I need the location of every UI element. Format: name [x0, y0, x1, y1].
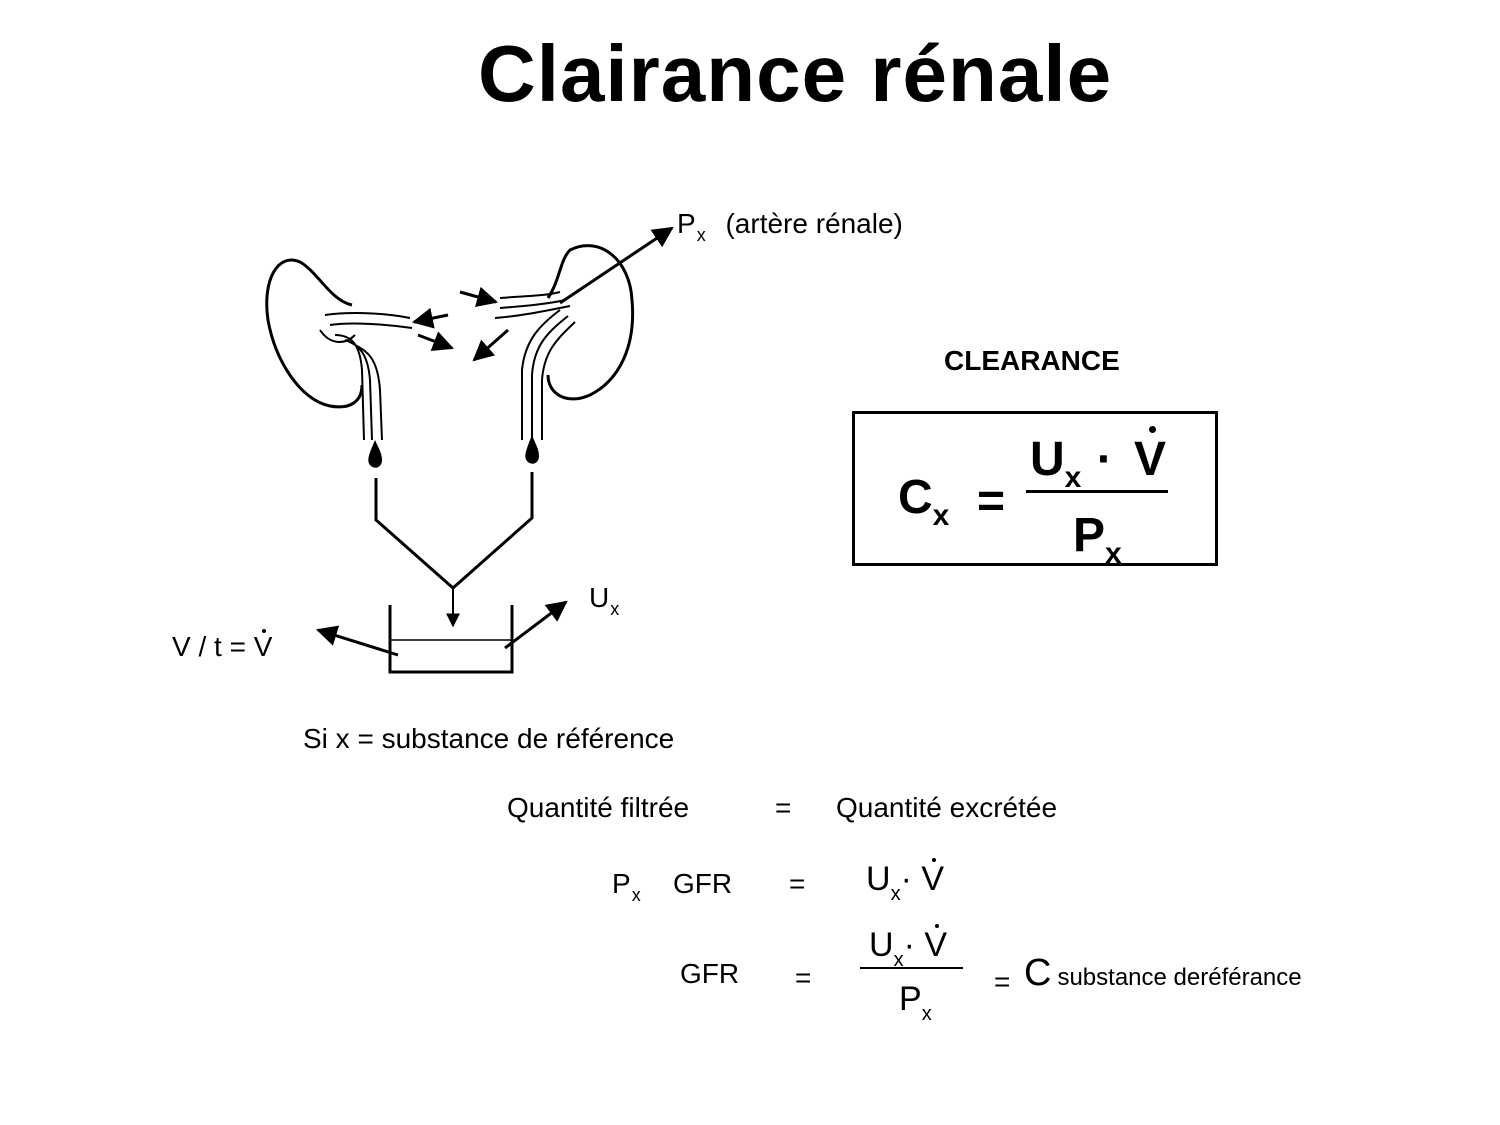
arrow-out-left — [411, 307, 449, 329]
right-kidney — [546, 244, 635, 401]
v-dot-symbol: V — [253, 629, 273, 662]
quantity-filtered: Quantité filtrée — [507, 792, 690, 823]
clearance-fraction-line — [1026, 490, 1168, 493]
line3-gfr: GFR — [680, 958, 740, 989]
clearance-formula-box — [852, 411, 1218, 566]
line2-equals: = — [789, 868, 806, 899]
c-subscript: substance deréférance — [1057, 964, 1302, 991]
px-subscript: x — [696, 225, 706, 245]
page-title: Clairance rénale — [477, 29, 1113, 118]
px-artery-label: Px (artère rénale) — [677, 208, 903, 245]
line3-fraction-line — [860, 967, 963, 969]
line3-denominator: Px — [899, 980, 932, 1025]
line2-ux-v: Ux· V — [866, 858, 945, 905]
u-subscript: x — [893, 949, 904, 971]
ux-subscript: x — [610, 599, 620, 619]
u-symbol: U — [866, 860, 891, 898]
artery-label: (artère rénale) — [725, 208, 903, 239]
clearance-heading: CLEARANCE — [944, 345, 1120, 376]
funnel — [374, 472, 534, 591]
ux-arrow — [504, 600, 568, 650]
c-symbol: C — [898, 471, 933, 524]
right-ureter — [494, 291, 576, 440]
times-dot: · — [903, 926, 915, 964]
clearance-numerator: Ux · V — [1030, 426, 1167, 494]
px-symbol: P — [677, 208, 696, 239]
ux-label: Ux — [589, 582, 619, 619]
line2-gfr: GFR — [673, 868, 733, 899]
arrow-out-right — [472, 328, 509, 362]
u-symbol: U — [1030, 433, 1065, 486]
p-symbol: P — [612, 868, 631, 899]
line3-equals: = — [795, 962, 812, 993]
reference-condition: Si x = substance de référence — [303, 723, 675, 754]
clearance-equals: = — [977, 475, 1006, 528]
line2-px: Px — [612, 868, 641, 905]
v-dot-symbol: V — [1134, 426, 1167, 486]
line3-numerator: Ux· V — [869, 924, 948, 971]
line1-equals: = — [775, 792, 792, 823]
left-ureter — [319, 312, 413, 441]
times-dot: · — [1096, 433, 1113, 486]
flow-arrow — [315, 625, 399, 657]
c-subscript: x — [932, 499, 950, 532]
c-symbol: C — [1024, 952, 1052, 994]
flow-text: V / t = — [172, 631, 254, 662]
times-dot: · — [900, 860, 912, 898]
v-dot-symbol: V — [924, 924, 948, 964]
quantity-excreted: Quantité excrétée — [836, 792, 1058, 823]
right-drop — [525, 435, 539, 464]
u-subscript: x — [890, 883, 901, 905]
clearance-denominator: Px — [1073, 508, 1122, 570]
left-kidney — [265, 258, 364, 409]
p-symbol: P — [1073, 509, 1106, 562]
flow-rate-label: V / t = V — [172, 629, 273, 663]
p-symbol: P — [899, 980, 922, 1018]
p-subscript: x — [1105, 537, 1122, 570]
u-symbol: U — [869, 926, 894, 964]
p-subscript: x — [631, 885, 641, 905]
arrow-in-mid — [417, 331, 454, 352]
line3-equals-2: = — [994, 966, 1011, 997]
beaker — [388, 605, 514, 674]
artery-arrow — [559, 226, 674, 305]
ux-symbol: U — [589, 582, 610, 613]
clearance-lhs: Cx — [898, 470, 949, 532]
p-subscript: x — [921, 1003, 932, 1025]
arrow-in-left — [459, 286, 499, 308]
v-dot-symbol: V — [921, 858, 945, 898]
left-drop — [368, 440, 382, 468]
u-subscript: x — [1064, 461, 1082, 494]
